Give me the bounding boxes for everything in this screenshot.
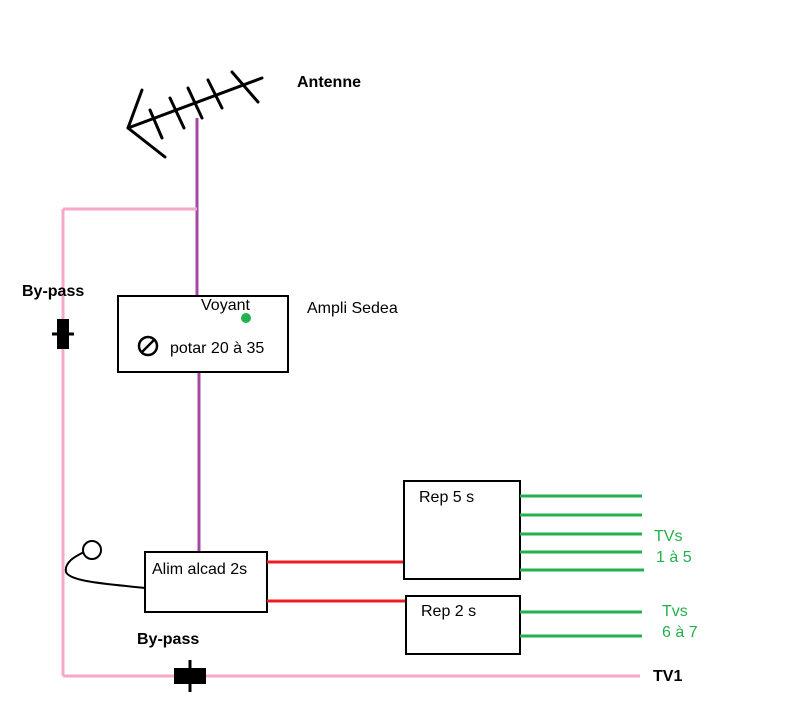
rep2-label: Rep 2 s	[421, 603, 477, 620]
tvs-6-7-label-line2: 6 à 7	[662, 624, 698, 641]
rep5-label: Rep 5 s	[419, 489, 475, 506]
potar-label: potar 20 à 35	[170, 340, 265, 357]
rep2-box	[405, 595, 521, 655]
voyant-label: Voyant	[201, 297, 250, 314]
alim-label: Alim alcad 2s	[152, 561, 248, 578]
ampli-box	[117, 295, 289, 373]
potentiometer-icon	[137, 335, 159, 357]
signal-cable	[195, 118, 201, 552]
bypass-top-label: By-pass	[22, 283, 85, 300]
antenna-icon	[126, 70, 264, 159]
indicator-led	[241, 313, 251, 323]
bypass-connector-top	[52, 319, 74, 349]
ampli-label: Ampli Sedea	[307, 300, 398, 317]
alim-box	[144, 551, 268, 613]
tvs-1-5-label-line1: TVs	[654, 528, 683, 545]
bypass-cable	[61, 207, 640, 678]
antenna-label: Antenne	[297, 74, 361, 91]
bypass-connector-bottom	[174, 660, 206, 692]
power-cord-icon	[64, 540, 146, 589]
bypass-bottom-label: By-pass	[137, 631, 200, 648]
rep5-box	[403, 480, 521, 580]
power-cable	[267, 560, 406, 603]
tv1-label: TV1	[653, 668, 683, 685]
tvs-6-7-label-line1: Tvs	[662, 603, 688, 620]
tvs-1-5-label-line2: 1 à 5	[656, 549, 692, 566]
output-cables	[520, 494, 644, 638]
